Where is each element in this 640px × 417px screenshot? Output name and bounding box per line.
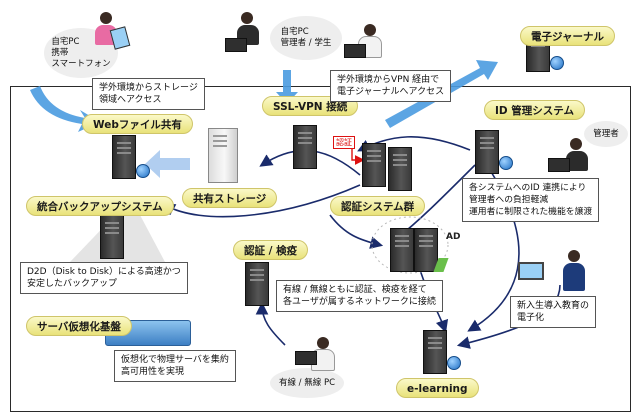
ad-label: AD [446, 232, 461, 242]
monitor-icon [518, 262, 544, 280]
globe-icon [550, 56, 564, 70]
note-line: 仮想化で物理サーバを集約 [121, 355, 229, 365]
label-ejournal: 電子ジャーナル [520, 26, 615, 46]
bubble-admin: 管理者 [584, 121, 628, 147]
arrow-homepc-to-vpn [276, 70, 298, 104]
wired-user-icon [295, 335, 335, 371]
note-new-student: 新入生導入教育の 電子化 [510, 296, 597, 328]
backup-server-icon [100, 215, 124, 259]
note-id-link: 各システムへのID 連携により 管理者への負担軽減 運用者に制限された機能を譲渡 [462, 178, 600, 222]
note-line: 電子化 [517, 313, 545, 323]
note-line: 学外環境からVPN 経由で [337, 75, 440, 85]
person-at-laptop-icon [225, 10, 270, 56]
note-line: 各ユーザが属するネットワークに接続 [283, 297, 436, 307]
label-auth-system-group: 認証システム群 [330, 196, 426, 216]
label-server-virtualization: サーバ仮想化基盤 [26, 316, 132, 336]
ad-cluster [371, 216, 449, 274]
note-line: 領域へアクセス [99, 95, 162, 105]
ad-server-icon [390, 228, 414, 272]
bubble-wired-pc: 有線 / 無線 PC [270, 368, 344, 398]
globe-icon [136, 164, 150, 178]
note-storage-access: 学外環境からストレージ 領域へアクセス [92, 78, 205, 110]
note-d2d-backup: D2D（Disk to Disk）による高速かつ 安定したバックアップ [20, 262, 188, 294]
line-auth-to-backup [162, 184, 361, 218]
line-auth-to-ad [329, 214, 384, 249]
new-student-person-icon [560, 250, 590, 295]
note-line: 運用者に制限された機能を譲渡 [469, 207, 593, 217]
note-line: 有線 / 無線ともに認証、検疫を経て [283, 285, 427, 295]
label-shared-storage: 共有ストレージ [182, 188, 278, 208]
label-id-management: ID 管理システム [484, 100, 585, 120]
arrow-to-storage [145, 150, 190, 178]
note-line: 各システムへのID 連携により [469, 183, 587, 193]
label-elearning: e-learning [396, 378, 479, 398]
label-auth-quarantine: 認証 / 検疫 [233, 240, 309, 260]
campus-network-frame [10, 86, 631, 412]
note-virtualization: 仮想化で物理サーバを集約 高可用性を実現 [114, 350, 236, 382]
globe-icon [499, 156, 513, 170]
note-line: D2D（Disk to Disk）による高速かつ [27, 267, 181, 277]
auth-tag: 認証 [333, 136, 355, 149]
auth-server-2-icon [388, 147, 412, 191]
note-line: 電子ジャーナルへアクセス [337, 87, 445, 97]
webshare-server-icon [112, 135, 136, 179]
label-integrated-backup: 統合バックアップシステム [26, 196, 174, 216]
note-line: 高可用性を実現 [121, 367, 185, 377]
id-server-icon [475, 130, 499, 174]
note-line: 新入生導入教育の [517, 301, 590, 311]
vpn-server-icon [293, 125, 317, 169]
globe-icon [447, 356, 461, 370]
admin-person-icon [548, 136, 594, 178]
student-at-laptop-icon [344, 22, 384, 60]
label-web-file-share: Webファイル共有 [82, 114, 193, 134]
ad-server-2-icon [414, 228, 438, 272]
auth-server-icon [362, 143, 386, 187]
shared-storage-icon [208, 128, 238, 183]
line-wired-to-authcheck [255, 301, 286, 346]
note-auth-wired: 有線 / 無線ともに認証、検疫を経て 各ユーザが属するネットワークに接続 [276, 280, 443, 312]
note-vpn-journal: 学外環境からVPN 経由で 電子ジャーナルへアクセス [330, 70, 452, 102]
elearning-server-icon [423, 330, 447, 374]
note-line: 学外環境からストレージ [99, 83, 198, 93]
note-line: 安定したバックアップ [27, 279, 118, 289]
authcheck-server-icon [245, 262, 269, 306]
person-with-tablet-icon [92, 10, 132, 50]
bubble-home-pc-staff: 自宅PC 管理者 / 学生 [270, 16, 342, 60]
note-line: 管理者への負担軽減 [469, 195, 549, 205]
